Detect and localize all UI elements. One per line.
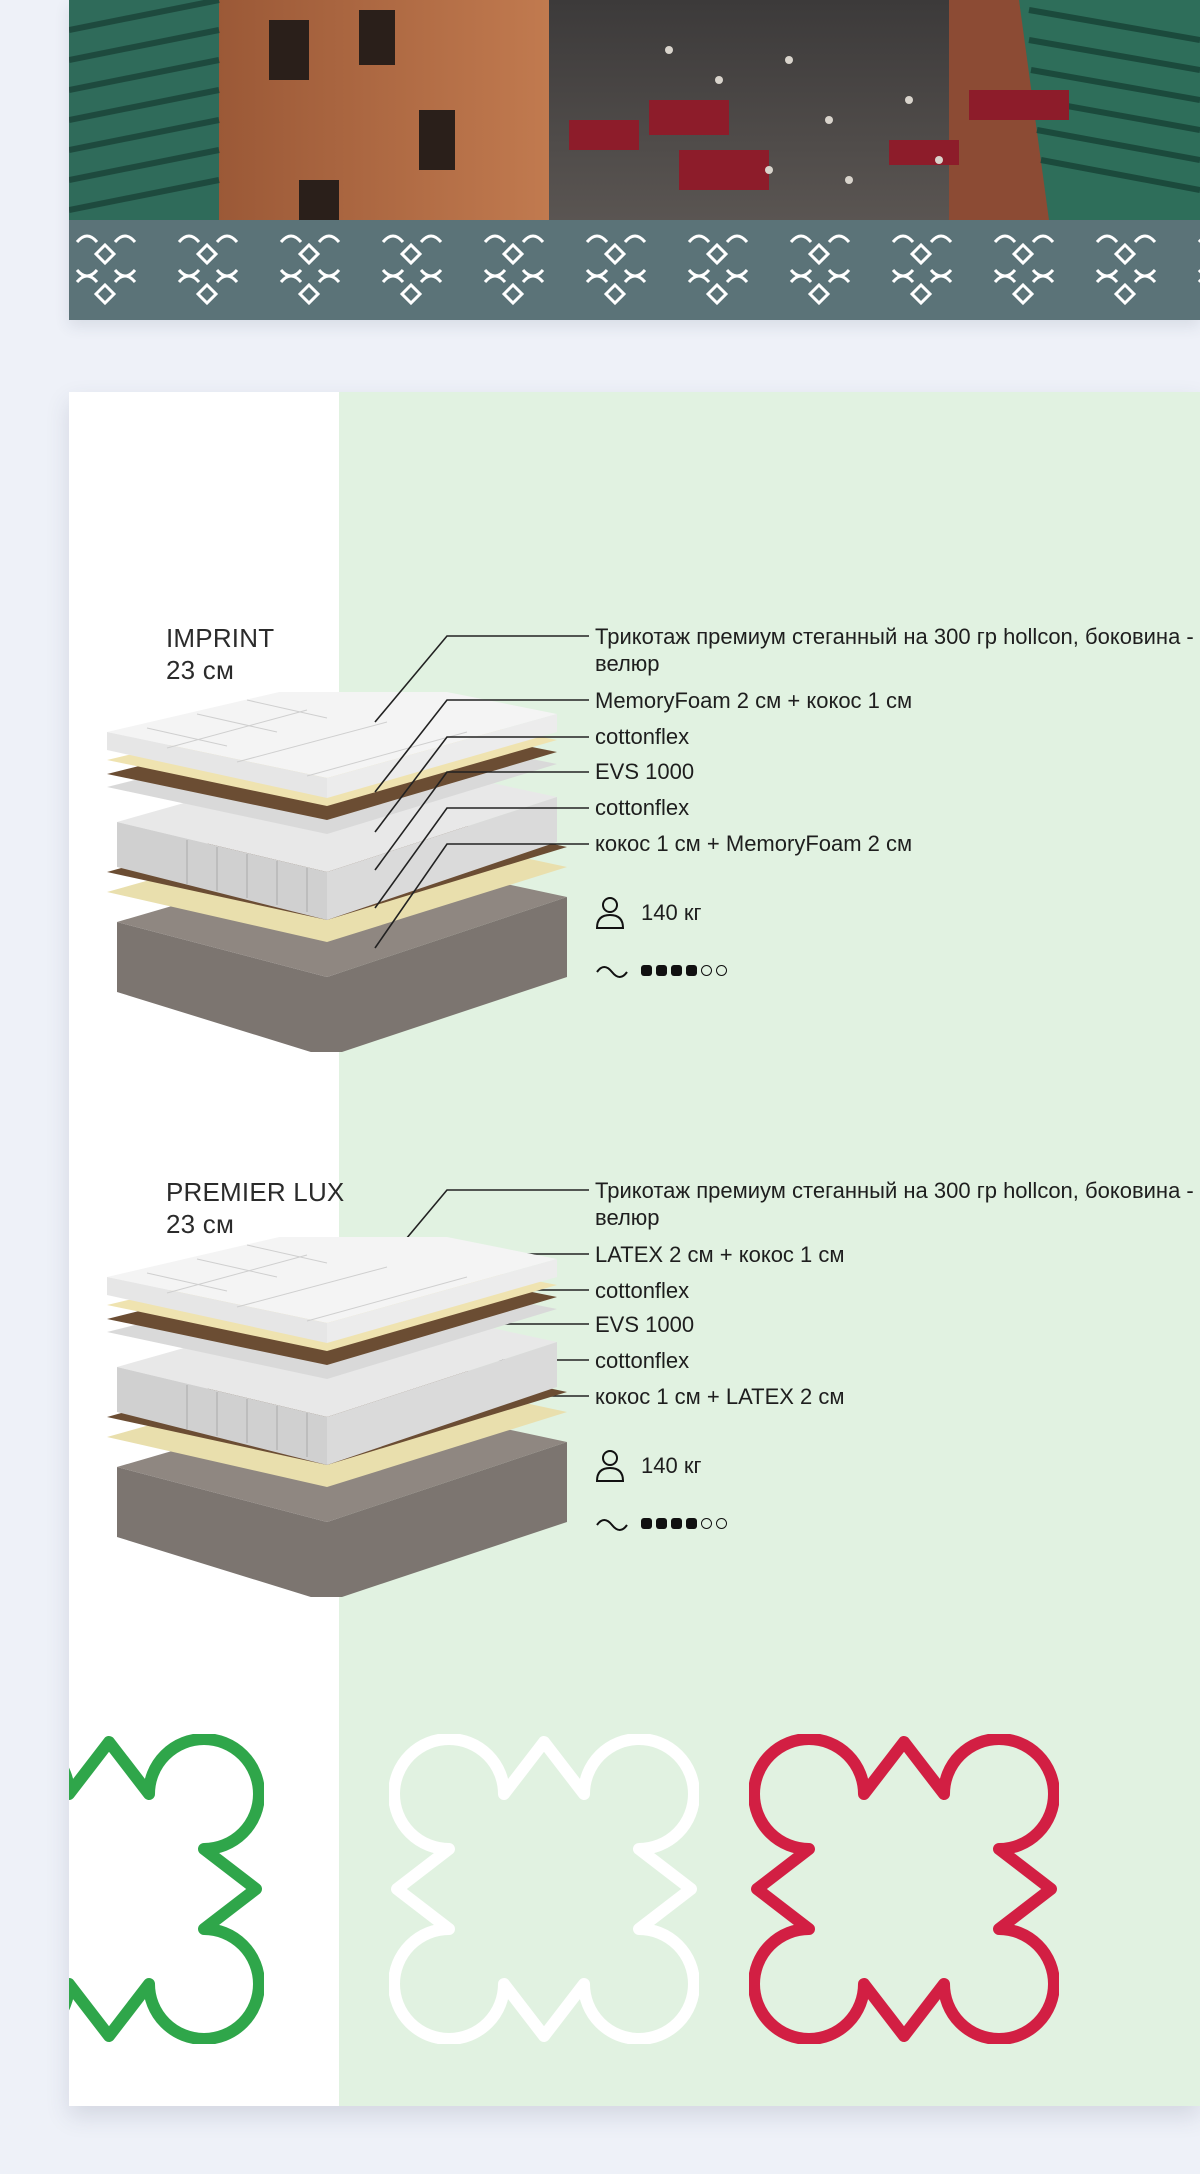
ornament-green [69,1734,264,2044]
layer-label: LATEX 2 см + кокос 1 см [595,1242,845,1267]
wave-icon [596,1519,628,1531]
layer-label: cottonflex [595,1278,690,1303]
decorative-pattern-strip [69,220,1200,320]
person-icon [595,897,625,929]
street-photo [69,0,1200,220]
product-name: IMPRINT [166,623,275,653]
product-card: IMPRINT 23 см [69,392,1200,2106]
layer-label: cottonflex [595,1348,690,1373]
mattress-illustration-imprint [107,692,567,1052]
mattress-illustration-premier-lux [107,1237,567,1597]
firmness-dots [641,964,727,976]
top-banner [69,0,1200,320]
layer-label: EVS 1000 [595,1312,695,1337]
firmness-dot-filled [671,964,682,976]
max-load-value: 140 кг [641,900,702,925]
layer-label: cottonflex [595,724,690,749]
firmness-dot-filled [656,964,667,976]
person-icon [595,1450,625,1482]
product-title-imprint: IMPRINT 23 см [166,622,274,686]
firmness-dot-empty [716,964,727,976]
max-load-row: 140 кг [595,896,701,930]
layer-label: cottonflex [595,795,690,820]
layer-label: Трикотаж премиум стеганный на 300 гр hol… [595,1178,1194,1230]
firmness-dot-filled [671,1517,682,1529]
max-load-value: 140 кг [641,1453,702,1478]
firmness-dot-filled [641,964,652,976]
firmness-row [595,1513,727,1533]
firmness-dot-empty [701,1517,712,1529]
firmness-dot-filled [686,1517,697,1529]
layer-label: кокос 1 см + MemoryFoam 2 см [595,831,913,856]
firmness-dot-empty [701,964,712,976]
ornament-white [389,1734,699,2044]
wave-icon [596,966,628,978]
layer-label: кокос 1 см + LATEX 2 см [595,1384,845,1409]
product-height: 23 см [166,1209,235,1239]
product-title-premier-lux: PREMIER LUX 23 см [166,1176,344,1240]
firmness-dots [641,1517,727,1529]
product-height: 23 см [166,655,235,685]
ornament-red [749,1734,1059,2044]
layer-label: MemoryFoam 2 см + кокос 1 см [595,688,913,713]
layer-label: EVS 1000 [595,759,695,784]
layer-label: Трикотаж премиум стеганный на 300 гр hol… [595,624,1194,676]
firmness-dot-empty [716,1517,727,1529]
product-name: PREMIER LUX [166,1177,345,1207]
max-load-row: 140 кг [595,1449,701,1483]
firmness-dot-filled [656,1517,667,1529]
firmness-dot-filled [686,964,697,976]
firmness-dot-filled [641,1517,652,1529]
firmness-row [595,960,727,980]
